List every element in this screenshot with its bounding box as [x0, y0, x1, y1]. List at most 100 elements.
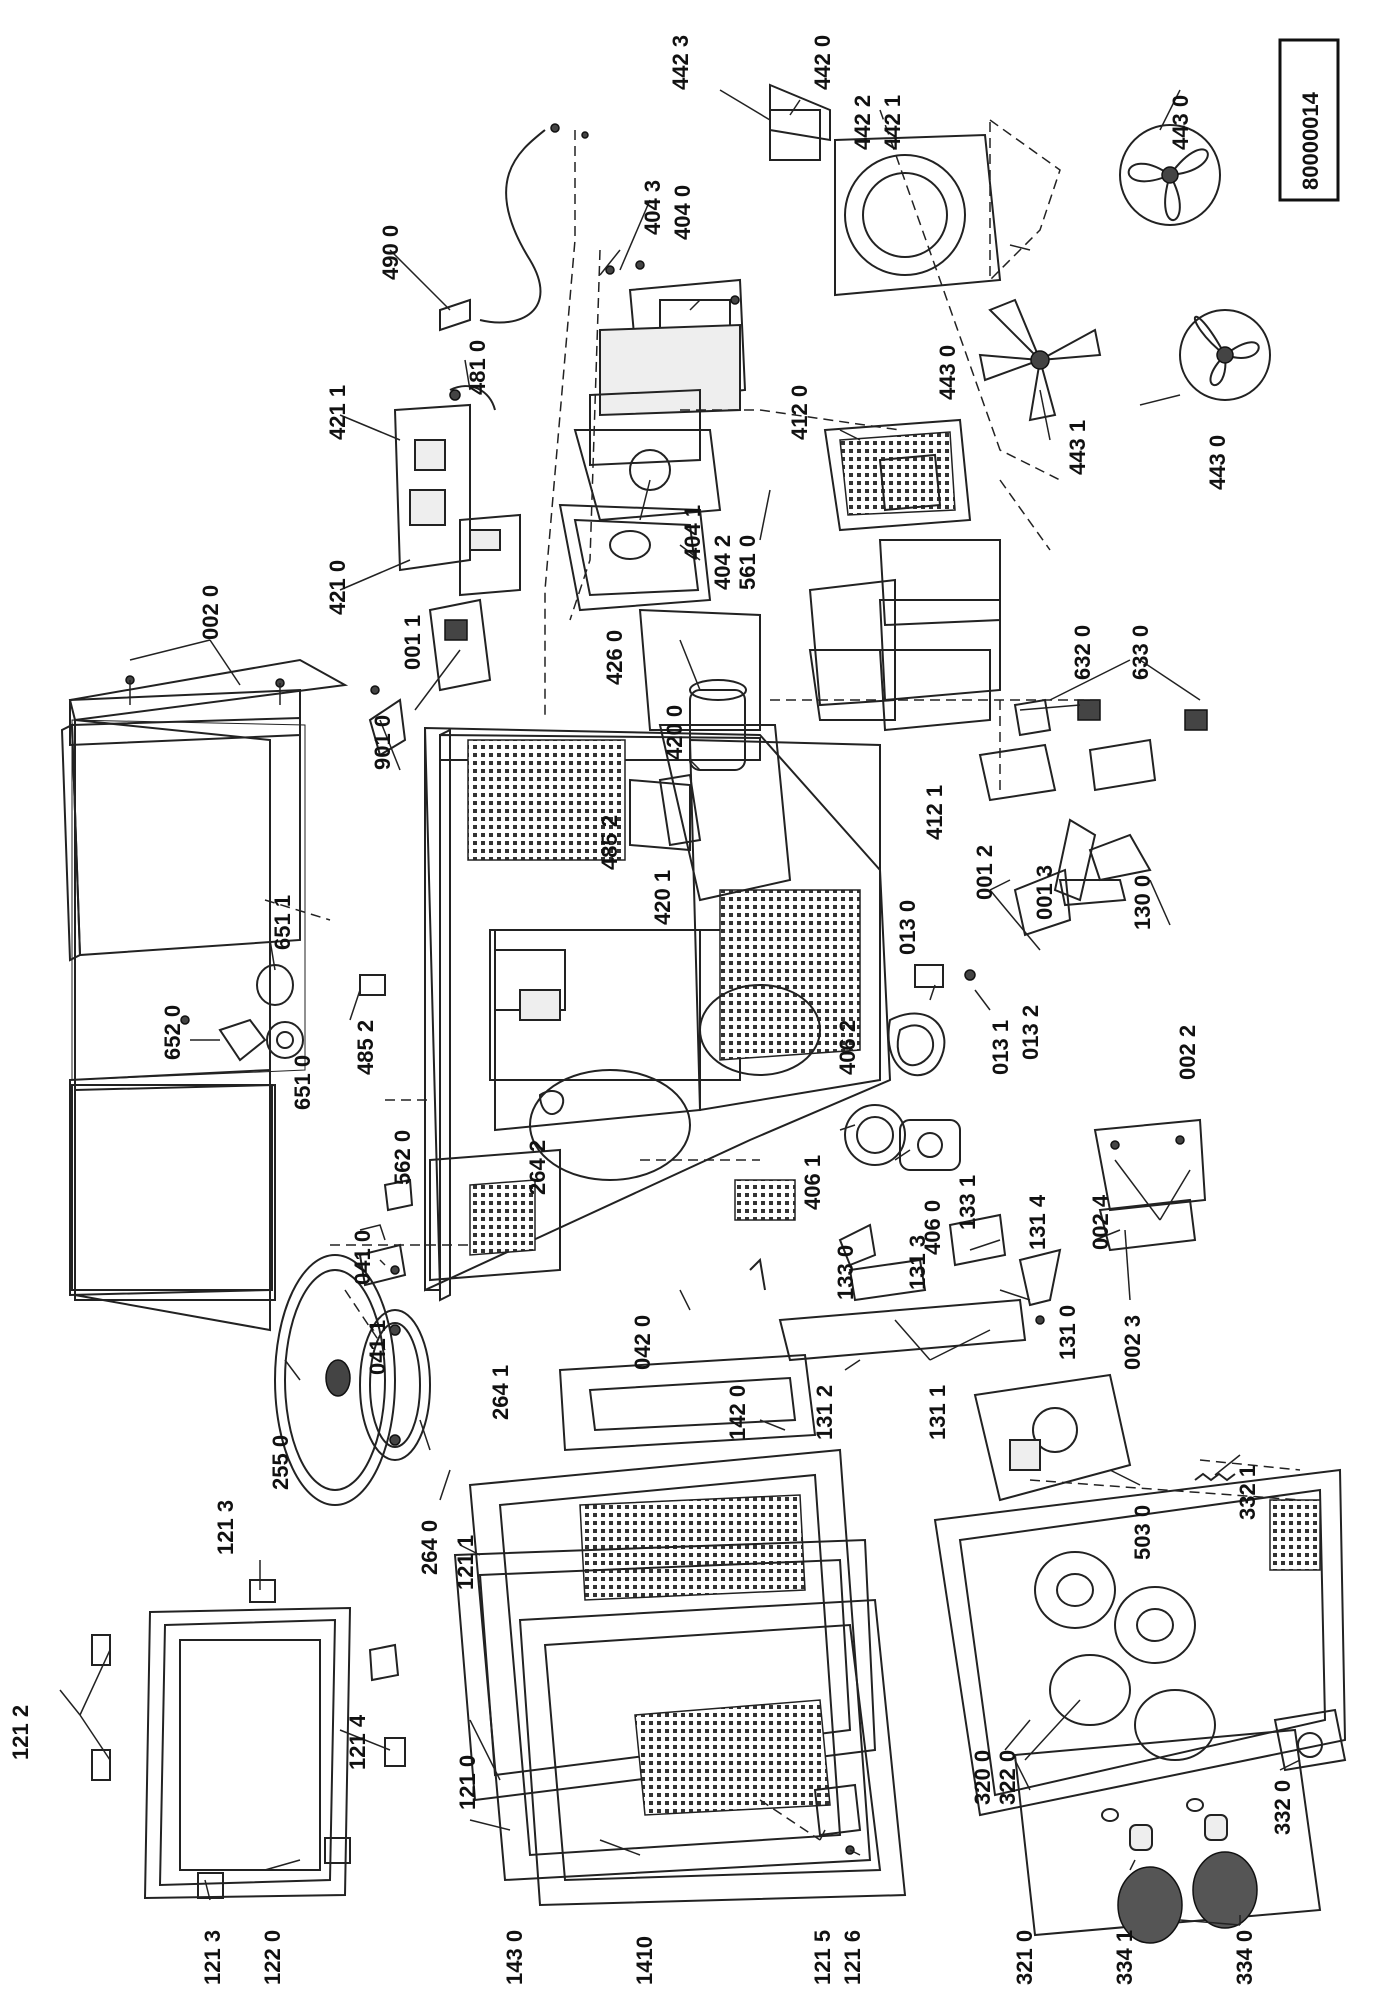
- label-041-0: 041 0: [350, 1230, 375, 1285]
- thermal-481-0: [449, 385, 496, 411]
- label-404-1: 404 1: [680, 505, 705, 560]
- label-133-1: 133 1: [955, 1175, 980, 1230]
- label-133-0: 133 0: [833, 1245, 858, 1300]
- label-561-0: 561 0: [735, 535, 760, 590]
- magnetron-404-0: [589, 260, 747, 467]
- label-652-0: 652 0: [160, 1005, 185, 1060]
- coupler-264-2: [538, 1090, 565, 1115]
- label-481-0: 481 0: [465, 340, 490, 395]
- label-121-0: 121 0: [455, 1755, 480, 1810]
- fan-bracket-442: [769, 83, 1061, 297]
- label-322-0: 322 0: [995, 1750, 1020, 1805]
- hinge-901-0: [368, 685, 407, 757]
- label-121-3-top: 121 3: [213, 1500, 238, 1555]
- label-404-0: 404 0: [670, 185, 695, 240]
- label-142-0: 142 0: [725, 1385, 750, 1440]
- label-122-0: 122 0: [260, 1930, 285, 1985]
- label-131-1: 131 1: [925, 1385, 950, 1440]
- label-406-0: 406 0: [920, 1200, 945, 1255]
- switch-562-0: [383, 1178, 414, 1212]
- label-255-0: 255 0: [268, 1435, 293, 1490]
- label-421-1: 421 1: [325, 385, 350, 440]
- knobs-334-0: [1117, 1814, 1258, 1944]
- outer-cabinet-panel: [68, 658, 349, 1332]
- label-651-0: 651 0: [290, 1055, 315, 1110]
- label-001-2: 001 2: [972, 845, 997, 900]
- label-442-3: 442 3: [668, 35, 693, 90]
- cabinet-cover: [60, 716, 301, 962]
- label-404-3: 404 3: [640, 180, 665, 235]
- label-406-1: 406 1: [800, 1155, 825, 1210]
- leader-lines: [59, 89, 1301, 1926]
- label-632-0: 632 0: [1070, 625, 1095, 680]
- label-485-2-top: 485 2: [597, 815, 622, 870]
- label-562-0: 562 0: [390, 1130, 415, 1185]
- label-121-5: 121 5: [810, 1930, 835, 1985]
- motor-406-1: [844, 1104, 906, 1166]
- label-042-0: 042 0: [630, 1315, 655, 1370]
- fuse-485-2: [359, 974, 386, 996]
- transformer-412-0: [823, 418, 972, 532]
- label-264-0: 264 0: [417, 1520, 442, 1575]
- label-002-2: 002 2: [1175, 1025, 1200, 1080]
- label-002-3: 002 3: [1120, 1315, 1145, 1370]
- drawing-number: 80000014: [1298, 91, 1323, 190]
- label-412-1: 412 1: [922, 785, 947, 840]
- label-121-3-bot: 121 3: [200, 1930, 225, 1985]
- label-442-1: 442 1: [880, 95, 905, 150]
- label-013-1: 013 1: [988, 1020, 1013, 1075]
- latch-133: [749, 1223, 877, 1291]
- switch-assembly-421-0: [459, 513, 521, 597]
- dial-plates-322-0: [1049, 1654, 1216, 1761]
- switch-633-0: [978, 699, 1208, 802]
- fan-blade-443-0-top: [1119, 124, 1221, 226]
- label-420-1: 420 1: [650, 870, 675, 925]
- switch-130-0: [1058, 833, 1152, 907]
- label-421-0: 421 0: [325, 560, 350, 615]
- panel-sheet-321-0: [1013, 1728, 1322, 1937]
- motor-406-0: [899, 1119, 961, 1171]
- label-442-2: 442 2: [850, 95, 875, 150]
- label-264-2: 264 2: [525, 1140, 550, 1195]
- label-143-0: 143 0: [502, 1930, 527, 1985]
- seal-406-2: [887, 1012, 946, 1077]
- control-panel-320-0: [933, 1468, 1347, 1817]
- label-001-3: 001 3: [1032, 865, 1057, 920]
- label-426-0: 426 0: [602, 630, 627, 685]
- switch-632-0: [1013, 698, 1052, 737]
- relay-board-421-1: [393, 403, 471, 572]
- label-651-1: 651 1: [270, 895, 295, 950]
- label-121-6: 121 6: [840, 1930, 865, 1985]
- bracket-002-4: [1098, 1198, 1197, 1252]
- gasket-404-2: [558, 503, 712, 612]
- label-443-0-mid: 443 0: [935, 345, 960, 400]
- label-334-0: 334 0: [1232, 1930, 1257, 1985]
- control-board-503-0: [973, 1373, 1132, 1502]
- bracket-001-2: [1013, 868, 1072, 937]
- fan-blade-443-0-bot: [1179, 309, 1271, 401]
- spring-332-1: [1194, 1472, 1236, 1482]
- label-002-4: 002 4: [1088, 1194, 1113, 1250]
- door-outer-141-0: [518, 1598, 907, 1907]
- label-131-4: 131 4: [1025, 1194, 1050, 1250]
- label-490-0: 490 0: [378, 225, 403, 280]
- power-cord-490-0: [439, 123, 589, 332]
- capacitor-420-0: [689, 679, 747, 771]
- latch-131: [778, 1213, 1062, 1362]
- switch-bracket-001-1: [428, 598, 492, 692]
- oven-chassis: [424, 726, 892, 1302]
- bracket-002-2: [1093, 1118, 1207, 1212]
- label-485-2-bot: 485 2: [353, 1020, 378, 1075]
- label-503-0: 503 0: [1130, 1505, 1155, 1560]
- label-633-0: 633 0: [1128, 625, 1153, 680]
- label-131-2: 131 2: [812, 1385, 837, 1440]
- label-443-0-top: 443 0: [1168, 95, 1193, 150]
- label-443-0-bot: 443 0: [1205, 435, 1230, 490]
- label-130-0: 130 0: [1130, 875, 1155, 930]
- label-901-0: 901 0: [370, 715, 395, 770]
- cover-screws: [125, 675, 285, 705]
- lamp-651-1: [256, 964, 294, 1006]
- label-121-4: 121 4: [345, 1714, 370, 1770]
